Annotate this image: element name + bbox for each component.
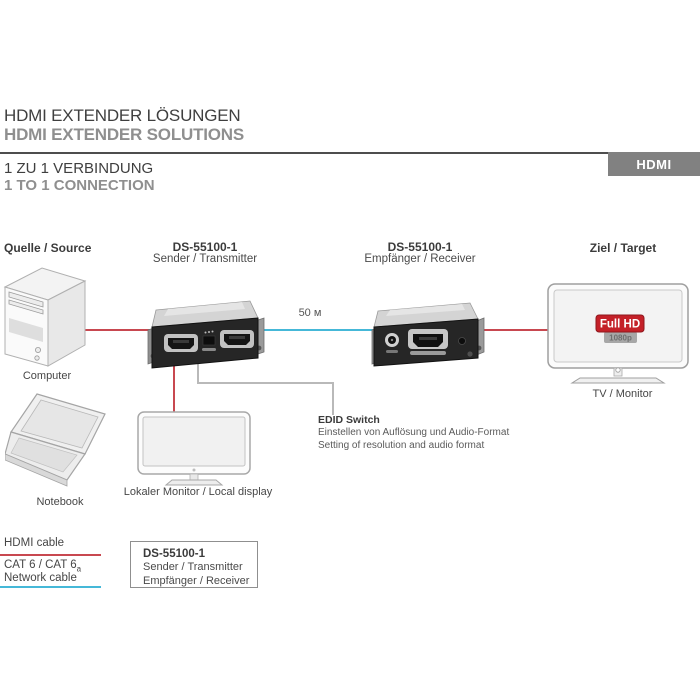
notebook-graphic: [5, 393, 106, 487]
fullhd-badge-label: Full HD: [600, 319, 640, 331]
transmitter-device-graphic: [147, 300, 265, 369]
edid-line-en: Setting of resolution and audio format: [318, 440, 485, 451]
section-title-en: 1 TO 1 CONNECTION: [4, 177, 155, 194]
page-title-de: HDMI EXTENDER LÖSUNGEN: [4, 106, 241, 125]
tv-stand: [570, 377, 666, 384]
edid-line-de: Einstellen von Auflösung und Audio-Forma…: [318, 427, 510, 438]
notebook-screen: [20, 399, 99, 449]
screw: [467, 351, 473, 357]
legend-cat-cable-label: CAT 6 / CAT 6a: [4, 559, 81, 575]
local-monitor-graphic: [137, 411, 251, 486]
distance-label: 50 м: [298, 307, 322, 319]
local-monitor-caption: Lokaler Monitor / Local display: [123, 486, 273, 498]
computer-caption: Computer: [22, 370, 72, 382]
notebook-caption: Notebook: [36, 496, 84, 508]
legend-device-box: DS-55100-1 Sender / Transmitter Empfänge…: [130, 541, 258, 588]
legend-hdmi-cable-swatch: [0, 554, 101, 556]
monitor-stand: [164, 479, 224, 486]
transmitter-role-label: Sender / Transmitter: [152, 253, 258, 265]
fullhd-badge: [595, 314, 645, 333]
legend-device-model: DS-55100-1: [143, 548, 206, 560]
notebook-keyboard: [10, 437, 78, 473]
resolution-badge: [604, 332, 637, 343]
tv-graphic: 1080p Full HD: [547, 283, 689, 384]
legend-hdmi-cable-label: HDMI cable: [4, 537, 65, 549]
receiver-role-label: Empfänger / Receiver: [364, 253, 476, 265]
target-label: Ziel / Target: [589, 241, 657, 255]
hdmi-cable-computer-to-transmitter: [82, 329, 150, 331]
drive-bay-slot: [8, 291, 44, 308]
legend-network-cable-swatch: [0, 586, 101, 588]
monitor-screen: [142, 416, 246, 467]
hdmi-cable-transmitter-to-local-monitor: [173, 362, 175, 416]
legend-network-cable-label: Network cable: [4, 572, 77, 584]
cat-label-text: CAT 6 / CAT 6: [4, 559, 77, 571]
network-cable-transmitter-to-receiver: [261, 329, 373, 331]
page-title-en: HDMI EXTENDER SOLUTIONS: [4, 125, 245, 144]
tv-caption: TV / Monitor: [592, 388, 653, 400]
computer-tower-graphic: [3, 267, 87, 367]
receiver-model-label: DS-55100-1: [387, 240, 453, 254]
legend-device-role2: Empfänger / Receiver: [143, 574, 250, 587]
edid-annotation: EDID Switch Einstellen von Auflösung und…: [318, 414, 528, 452]
vent-panel: [9, 318, 43, 342]
edid-callout-line-vertical1: [197, 358, 199, 383]
power-button: [35, 347, 42, 354]
legend-device-role1: Sender / Transmitter: [143, 561, 243, 573]
edid-dip-switch: [202, 335, 216, 346]
header-divider: [0, 152, 608, 154]
hdmi-cable-receiver-to-tv: [467, 329, 549, 331]
edid-callout-line-horizontal: [197, 382, 334, 384]
resolution-badge-label: 1080p: [609, 334, 632, 343]
receiver-device-graphic: [371, 302, 485, 367]
transmitter-model-label: DS-55100-1: [172, 240, 238, 254]
ir-jack: [458, 337, 466, 345]
source-label: Quelle / Source: [4, 241, 92, 255]
drive-bay-slot: [8, 299, 44, 315]
section-title-de: 1 ZU 1 VERBINDUNG: [4, 160, 154, 177]
hdmi-badge: HDMI: [608, 152, 700, 176]
edid-title: EDID Switch: [318, 414, 380, 426]
cat-label-subscript: a: [76, 564, 82, 574]
reset-button: [34, 355, 40, 361]
edid-callout-line-vertical2: [332, 382, 334, 415]
